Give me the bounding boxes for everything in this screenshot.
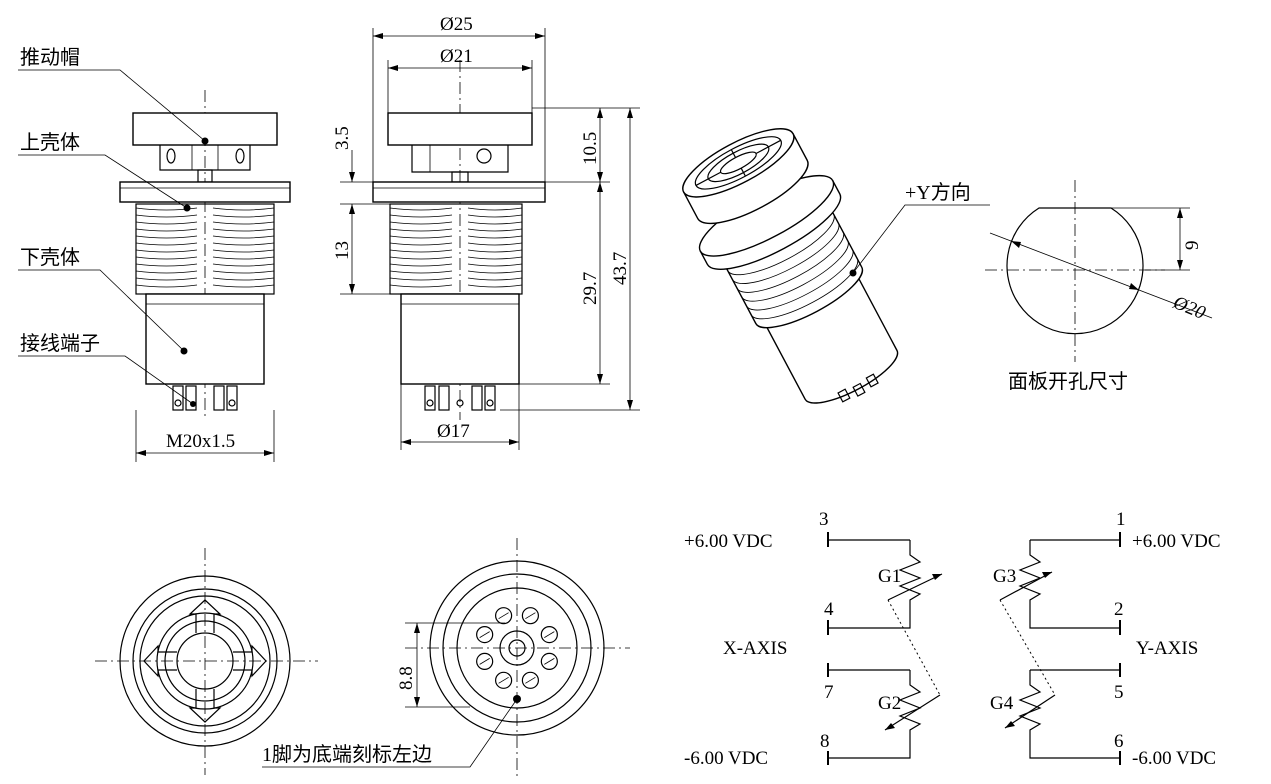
dim-cut-9: 9 xyxy=(1182,241,1203,251)
panel-cutout xyxy=(985,180,1213,362)
label-x-axis: X-AXIS xyxy=(723,638,787,659)
lower-shell-body xyxy=(145,293,265,385)
front-view xyxy=(18,69,291,462)
dim-13: 13 xyxy=(332,241,353,260)
label-upper-shell: 上壳体 xyxy=(20,131,80,154)
upper-shell-flange xyxy=(119,181,291,203)
pin-3-number: 3 xyxy=(819,509,829,530)
pin-6-number: 6 xyxy=(1114,731,1124,752)
label-pos-vdc-right: +6.00 VDC xyxy=(1132,531,1221,552)
pot-g2-label: G2 xyxy=(878,693,901,714)
pot-g1-label: G1 xyxy=(878,566,901,587)
push-cap-body xyxy=(132,112,278,146)
schematic xyxy=(827,532,1121,765)
top-view xyxy=(95,548,318,775)
label-neg-vdc-left: -6.00 VDC xyxy=(684,748,768,769)
dim-8-8: 8.8 xyxy=(396,666,417,690)
dim-thread-spec: M20x1.5 xyxy=(166,431,235,452)
pin-8-number: 8 xyxy=(820,731,830,752)
bottom-view xyxy=(262,538,630,780)
dim-d21: Ø21 xyxy=(440,46,473,67)
pin-4-number: 4 xyxy=(824,599,834,620)
bottom-pin-holes xyxy=(476,607,558,689)
label-y-direction: +Y方向 xyxy=(905,181,971,204)
dim-29-7: 29.7 xyxy=(580,272,601,305)
pin-7-number: 7 xyxy=(824,682,834,703)
label-pos-vdc-left: +6.00 VDC xyxy=(684,531,773,552)
label-neg-vdc-right: -6.00 VDC xyxy=(1132,748,1216,769)
pot-g3-label: G3 xyxy=(993,566,1016,587)
label-panel-cutout: 面板开孔尺寸 xyxy=(1008,370,1128,393)
thread-lines xyxy=(135,207,275,288)
dim-d25: Ø25 xyxy=(440,14,473,35)
label-push-cap: 推动帽 xyxy=(20,46,80,69)
label-y-axis: Y-AXIS xyxy=(1136,638,1198,659)
label-lower-shell: 下壳体 xyxy=(20,246,80,269)
isometric-view xyxy=(682,128,899,404)
dim-10-5: 10.5 xyxy=(580,132,601,165)
dim-3-5: 3.5 xyxy=(332,126,353,150)
pot-g4-label: G4 xyxy=(990,693,1014,714)
dim-cut-d20: Ø20 xyxy=(1169,292,1209,324)
dim-d17: Ø17 xyxy=(437,421,470,442)
pin-2-number: 2 xyxy=(1114,599,1124,620)
pin-5-number: 5 xyxy=(1114,682,1124,703)
label-terminal: 接线端子 xyxy=(20,332,100,355)
dim-43-7: 43.7 xyxy=(610,252,631,285)
pin-1-number: 1 xyxy=(1116,509,1126,530)
label-pin1-note: 1脚为底端刻标左边 xyxy=(262,743,432,766)
side-view xyxy=(340,28,640,450)
